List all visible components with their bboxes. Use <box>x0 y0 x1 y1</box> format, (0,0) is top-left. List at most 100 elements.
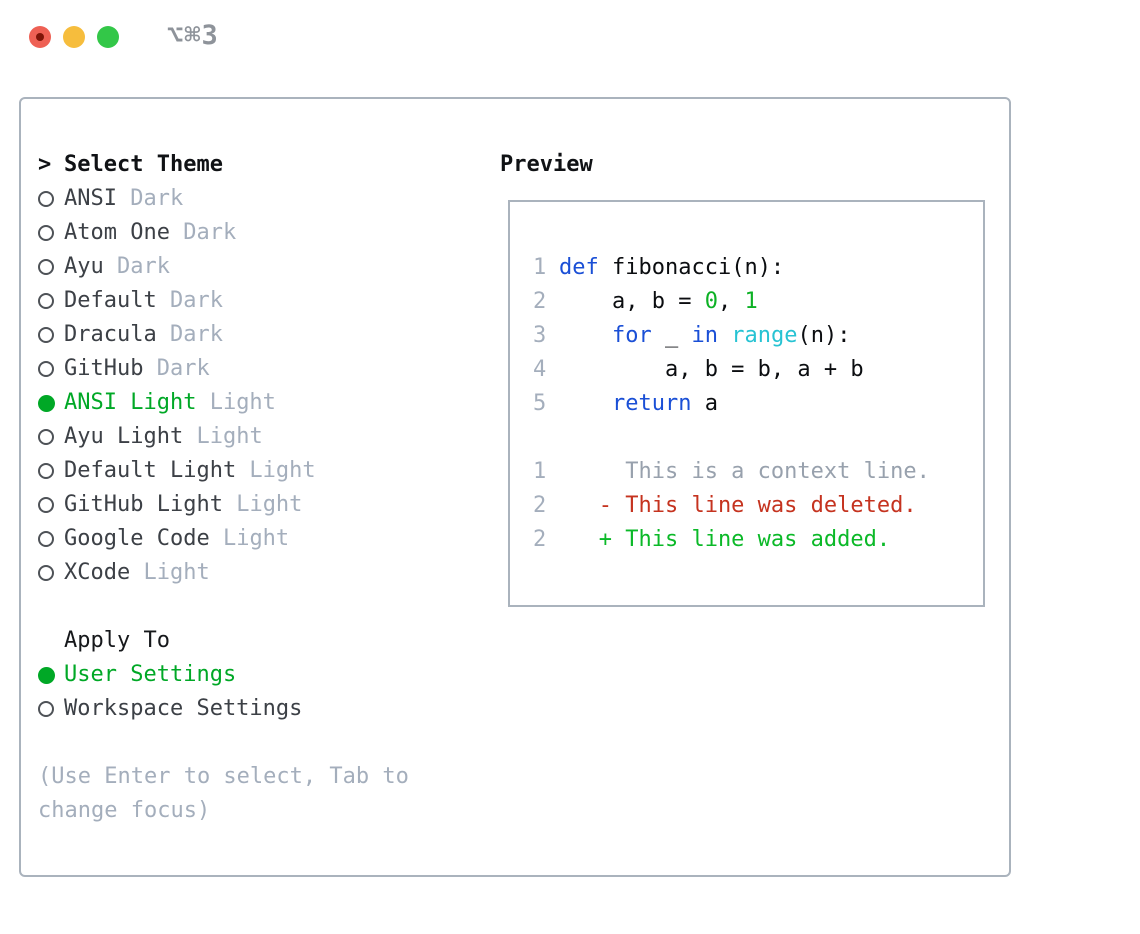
line-number: 2 <box>533 289 547 314</box>
preview-line-8: 2 - This line was deleted. <box>533 489 983 523</box>
code-token-kw: for <box>611 323 652 348</box>
theme-option-ansi-dark-variant: Dark <box>116 186 184 211</box>
apply-option-user-settings-label: User Settings <box>64 662 237 687</box>
theme-option-xcode-light[interactable]: XCode Light <box>38 556 478 590</box>
theme-option-atom-one-dark-variant: Dark <box>169 220 237 245</box>
theme-option-ansi-dark[interactable]: ANSI Dark <box>38 182 478 216</box>
theme-option-default-light-light-label: Default Light <box>64 458 237 483</box>
code-token-kw: def <box>559 255 599 280</box>
preview-line-6 <box>533 421 983 455</box>
line-number: 1 <box>533 255 547 280</box>
theme-option-github-light-light-label: GitHub Light <box>64 492 223 517</box>
line-number: 4 <box>533 357 547 382</box>
theme-option-github-light-light-variant: Light <box>222 492 303 517</box>
minimize-button[interactable] <box>63 26 85 48</box>
radio-unselected-icon <box>38 361 64 377</box>
theme-option-ansi-dark-label: ANSI <box>64 186 117 211</box>
code-token-plain <box>559 391 612 416</box>
theme-option-google-code-light-variant: Light <box>209 526 290 551</box>
window-title: ⌥⌘3 <box>167 20 219 51</box>
code-token-del: - This line was deleted. <box>559 493 917 518</box>
code-token-plain <box>718 323 731 348</box>
apply-to-title: Apply To <box>64 628 170 653</box>
code-token-plain: a <box>691 391 718 416</box>
theme-option-atom-one-dark-label: Atom One <box>64 220 170 245</box>
code-token-add: + This line was added. <box>559 527 891 552</box>
preview-line-5: 5 return a <box>533 387 983 421</box>
maximize-button[interactable] <box>97 26 119 48</box>
theme-option-default-light-light[interactable]: Default Light Light <box>38 454 478 488</box>
code-token-fn: range <box>731 323 798 348</box>
select-theme-header: > Select Theme <box>38 148 478 182</box>
radio-unselected-icon <box>38 293 64 309</box>
theme-option-default-dark-label: Default <box>64 288 157 313</box>
radio-selected-icon <box>38 666 64 684</box>
prompt-caret-icon: > <box>38 152 52 177</box>
close-button[interactable] <box>29 26 51 48</box>
radio-unselected-icon <box>38 429 64 445</box>
radio-unselected-icon <box>38 531 64 547</box>
radio-unselected-icon <box>38 701 64 717</box>
radio-unselected-icon <box>38 497 64 513</box>
code-token-plain: fibonacci(n): <box>598 255 785 280</box>
code-token-plain: _ <box>651 323 692 348</box>
code-token-lit: 1 <box>744 289 758 314</box>
preview-line-4: 4 a, b = b, a + b <box>533 353 983 387</box>
code-token-ctx: This is a context line. <box>559 459 930 484</box>
select-theme-title: Select Theme <box>64 152 223 177</box>
line-number: 1 <box>533 459 547 484</box>
theme-option-atom-one-dark[interactable]: Atom One Dark <box>38 216 478 250</box>
theme-option-xcode-light-variant: Light <box>130 560 210 585</box>
apply-to-header: Apply To <box>38 624 478 658</box>
theme-option-github-light-light[interactable]: GitHub Light Light <box>38 488 478 522</box>
theme-option-ayu-light-light-variant: Light <box>183 424 263 449</box>
preview-line-7: 1 This is a context line. <box>533 455 983 489</box>
radio-unselected-icon <box>38 259 64 275</box>
theme-option-github-dark-label: GitHub <box>64 356 144 381</box>
theme-option-ayu-light-light[interactable]: Ayu Light Light <box>38 420 478 454</box>
theme-option-default-dark[interactable]: Default Dark <box>38 284 478 318</box>
theme-option-dracula-dark-label: Dracula <box>64 322 157 347</box>
code-token-plain: a, b = <box>559 289 705 314</box>
theme-option-ansi-light-light[interactable]: ANSI Light Light <box>38 386 478 420</box>
apply-option-user-settings[interactable]: User Settings <box>38 658 478 692</box>
code-token-kw: in <box>691 323 718 348</box>
line-number: 2 <box>533 493 547 518</box>
line-number: 3 <box>533 323 547 348</box>
theme-option-ayu-dark[interactable]: Ayu Dark <box>38 250 478 284</box>
theme-option-google-code-light[interactable]: Google Code Light <box>38 522 478 556</box>
preview-title: Preview <box>500 152 593 177</box>
apply-option-workspace-settings[interactable]: Workspace Settings <box>38 692 478 726</box>
theme-option-ayu-dark-variant: Dark <box>103 254 170 279</box>
theme-option-github-dark[interactable]: GitHub Dark <box>38 352 478 386</box>
radio-unselected-icon <box>38 327 64 343</box>
line-number: 2 <box>533 527 547 552</box>
preview-line-2: 2 a, b = 0, 1 <box>533 285 983 319</box>
theme-option-default-light-light-variant: Light <box>236 458 316 483</box>
radio-unselected-icon <box>38 565 64 581</box>
preview-line-3: 3 for _ in range(n): <box>533 319 983 353</box>
code-token-plain: , <box>717 289 745 314</box>
code-token-plain: a, b = b, a + b <box>559 357 864 382</box>
apply-option-workspace-settings-label: Workspace Settings <box>64 696 303 721</box>
theme-option-github-dark-variant: Dark <box>143 356 210 381</box>
theme-option-dracula-dark[interactable]: Dracula Dark <box>38 318 478 352</box>
keyboard-hint-text: (Use Enter to select, Tab to change focu… <box>38 764 409 823</box>
line-number: 5 <box>533 391 547 416</box>
radio-unselected-icon <box>38 225 64 241</box>
theme-option-ayu-dark-label: Ayu <box>64 254 104 279</box>
code-token-plain: (n): <box>797 323 851 348</box>
radio-unselected-icon <box>38 463 64 479</box>
preview-line-9: 2 + This line was added. <box>533 523 983 557</box>
preview-line-1: 1 def fibonacci(n): <box>533 251 983 285</box>
code-token-lit: 0 <box>704 289 718 314</box>
theme-option-google-code-light-label: Google Code <box>64 526 210 551</box>
titlebar: ⌥⌘3 <box>0 0 1140 72</box>
